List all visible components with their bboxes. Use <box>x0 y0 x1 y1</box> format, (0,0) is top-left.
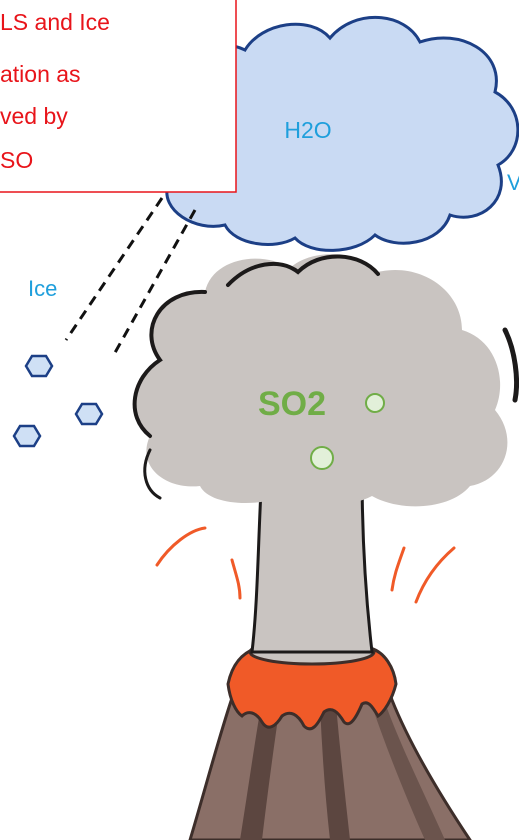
plume-outline <box>505 330 517 400</box>
so2-label: SO2 <box>258 385 326 423</box>
annotation-line: ation as <box>0 61 81 87</box>
lava-splash <box>392 548 404 590</box>
ice-crystal <box>26 356 52 376</box>
lava-splash <box>416 548 454 602</box>
lava-splash <box>157 528 205 565</box>
annotation-line: ved by <box>0 103 68 129</box>
so2-molecule <box>366 394 384 412</box>
lava-splash <box>232 560 240 598</box>
volcano <box>190 640 470 840</box>
ice-crystal <box>76 404 102 424</box>
annotation-line: LS and Ice <box>0 9 110 35</box>
cloud-label: H2O <box>284 117 331 143</box>
annotation-line: SO <box>0 147 33 173</box>
ice-label: Ice <box>28 276 57 301</box>
so2-molecule <box>311 447 333 469</box>
ice-crystals <box>14 356 102 446</box>
ice-crystal <box>14 426 40 446</box>
annotation-box: LS and Ice ation as ved by SO <box>0 0 236 192</box>
leader-line <box>66 198 162 340</box>
edge-label: V <box>507 170 519 195</box>
